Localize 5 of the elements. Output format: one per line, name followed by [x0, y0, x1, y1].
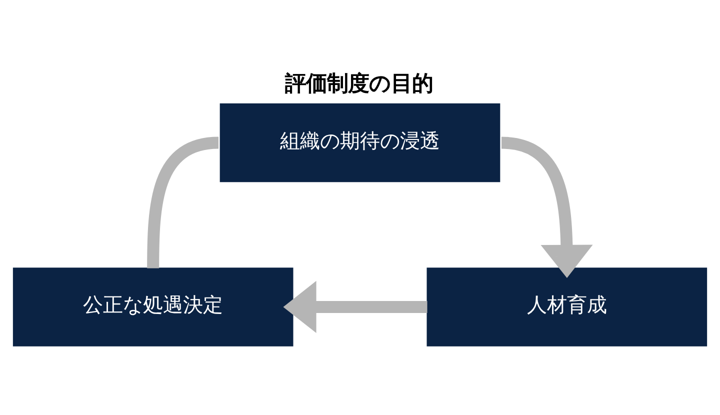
diagram-title: 評価制度の目的: [285, 71, 434, 96]
arrow: [283, 280, 428, 333]
node-box: 人材育成: [426, 268, 708, 346]
node-box: 公正な処遇決定: [12, 268, 294, 346]
node-box: 組織の期待の浸透: [220, 103, 500, 182]
